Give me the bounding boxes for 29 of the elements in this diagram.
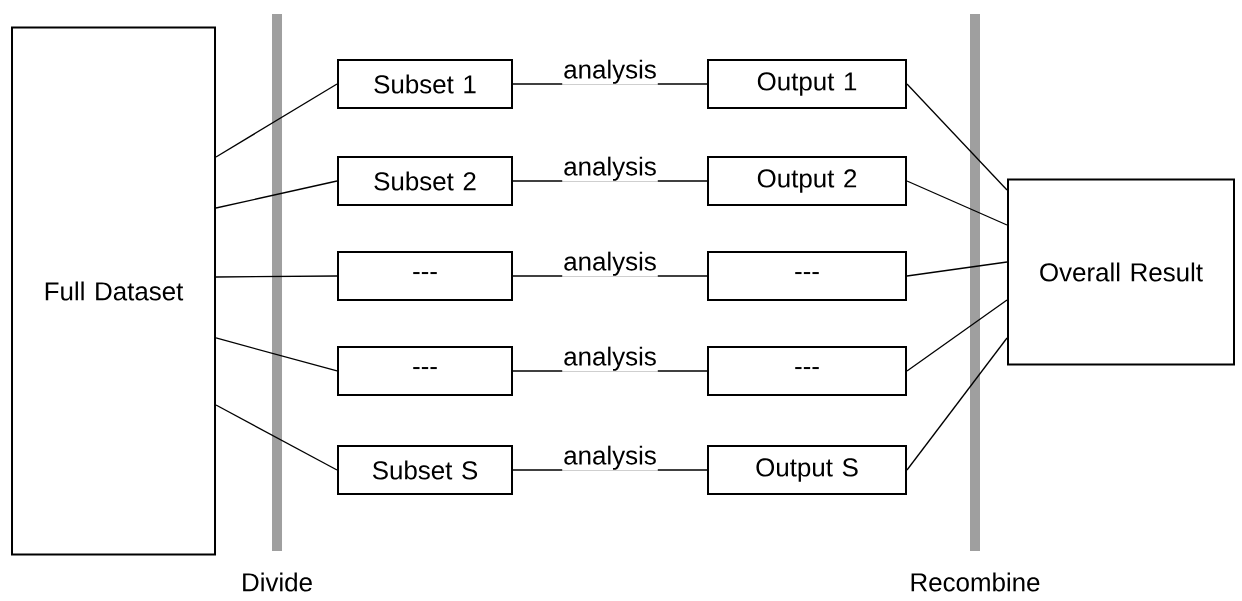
connector-line (215, 404, 338, 471)
edge-label: analysis (562, 58, 658, 85)
process-box: Output 1 (707, 59, 907, 109)
process-box: --- (707, 251, 907, 301)
connector-line (215, 83, 338, 158)
process-box: --- (337, 346, 513, 396)
axis-label: Recombine (911, 572, 1040, 592)
process-box: --- (707, 346, 907, 396)
edge-label: analysis (562, 250, 658, 277)
connector-line (906, 83, 1008, 191)
edge-label: analysis (562, 155, 658, 182)
connector-line (906, 180, 1008, 226)
result-box: Overall Result (1007, 178, 1235, 366)
connector-line (906, 299, 1008, 372)
process-box: Output S (707, 445, 907, 495)
process-box: --- (337, 251, 513, 301)
connector-line (215, 180, 338, 209)
edge-label: analysis (562, 345, 658, 372)
process-box: Subset S (337, 445, 513, 495)
process-box: Subset 1 (337, 59, 513, 109)
axis-label: Divide (243, 572, 312, 592)
dataset-box: Full Dataset (11, 26, 216, 556)
connector-line (215, 275, 338, 278)
process-box: Output 2 (707, 156, 907, 206)
process-box: Subset 2 (337, 156, 513, 206)
connector-line (906, 337, 1008, 471)
edge-label: analysis (562, 444, 658, 471)
connector-line (215, 337, 338, 372)
connector-line (906, 261, 1008, 277)
